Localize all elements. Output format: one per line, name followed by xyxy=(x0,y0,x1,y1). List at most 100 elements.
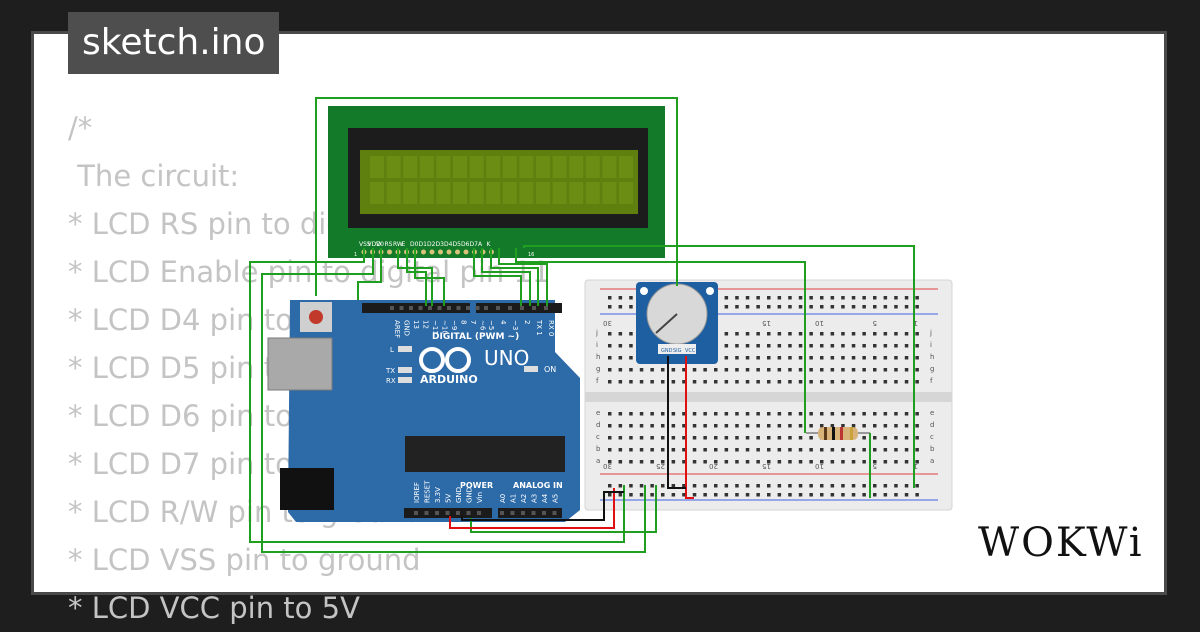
header-pin[interactable] xyxy=(532,306,536,310)
breadboard-hole[interactable] xyxy=(682,460,686,464)
breadboard-hole[interactable] xyxy=(618,436,623,440)
breadboard-hole[interactable] xyxy=(767,436,771,440)
breadboard-hole[interactable] xyxy=(851,356,856,360)
breadboard-hole[interactable] xyxy=(894,332,898,336)
breadboard-hole[interactable] xyxy=(873,380,877,384)
breadboard-hole[interactable] xyxy=(798,493,803,497)
breadboard-hole[interactable] xyxy=(608,436,612,440)
breadboard-hole[interactable] xyxy=(608,305,612,309)
lcd-pin[interactable] xyxy=(438,249,443,255)
breadboard-hole[interactable] xyxy=(798,344,803,348)
breadboard-hole[interactable] xyxy=(629,436,633,440)
breadboard-hole[interactable] xyxy=(745,296,750,300)
breadboard-hole[interactable] xyxy=(841,296,845,300)
breadboard-hole[interactable] xyxy=(904,436,909,440)
breadboard-hole[interactable] xyxy=(767,448,771,452)
breadboard-hole[interactable] xyxy=(820,368,824,372)
breadboard-hole[interactable] xyxy=(650,368,654,372)
breadboard-hole[interactable] xyxy=(639,448,644,452)
breadboard-hole[interactable] xyxy=(862,493,866,497)
breadboard-hole[interactable] xyxy=(820,305,824,309)
breadboard-hole[interactable] xyxy=(724,493,729,497)
lcd-pin[interactable] xyxy=(463,249,469,255)
breadboard-hole[interactable] xyxy=(820,448,824,452)
breadboard-hole[interactable] xyxy=(883,296,888,300)
breadboard-hole[interactable] xyxy=(629,424,633,428)
breadboard-hole[interactable] xyxy=(915,448,919,452)
breadboard-hole[interactable] xyxy=(862,344,866,348)
breadboard-hole[interactable] xyxy=(756,305,760,309)
breadboard-hole[interactable] xyxy=(904,380,909,384)
lcd-pin[interactable] xyxy=(421,249,426,255)
breadboard-hole[interactable] xyxy=(798,460,803,464)
breadboard-hole[interactable] xyxy=(777,493,782,497)
breadboard-hole[interactable] xyxy=(682,484,686,488)
breadboard-hole[interactable] xyxy=(661,424,665,428)
breadboard-hole[interactable] xyxy=(777,305,782,309)
breadboard-hole[interactable] xyxy=(851,493,856,497)
breadboard-hole[interactable] xyxy=(862,356,866,360)
breadboard-hole[interactable] xyxy=(798,305,803,309)
breadboard-hole[interactable] xyxy=(714,460,718,464)
breadboard-hole[interactable] xyxy=(745,448,750,452)
breadboard-hole[interactable] xyxy=(777,460,782,464)
breadboard-hole[interactable] xyxy=(745,380,750,384)
breadboard-hole[interactable] xyxy=(735,493,739,497)
breadboard-hole[interactable] xyxy=(724,305,729,309)
breadboard-hole[interactable] xyxy=(703,448,707,452)
breadboard-hole[interactable] xyxy=(745,436,750,440)
breadboard-hole[interactable] xyxy=(809,484,813,488)
breadboard-hole[interactable] xyxy=(682,412,686,416)
breadboard-hole[interactable] xyxy=(841,305,845,309)
breadboard-hole[interactable] xyxy=(894,412,898,416)
breadboard-hole[interactable] xyxy=(724,424,729,428)
breadboard-hole[interactable] xyxy=(767,368,771,372)
breadboard-hole[interactable] xyxy=(894,424,898,428)
breadboard-hole[interactable] xyxy=(671,424,676,428)
breadboard-hole[interactable] xyxy=(873,412,877,416)
header-pin[interactable] xyxy=(520,306,524,310)
breadboard-hole[interactable] xyxy=(904,460,909,464)
breadboard-hole[interactable] xyxy=(915,484,919,488)
breadboard-hole[interactable] xyxy=(883,484,888,488)
breadboard-hole[interactable] xyxy=(915,380,919,384)
breadboard-hole[interactable] xyxy=(904,296,909,300)
breadboard-hole[interactable] xyxy=(756,448,760,452)
breadboard-hole[interactable] xyxy=(820,424,824,428)
breadboard-hole[interactable] xyxy=(735,436,739,440)
breadboard-hole[interactable] xyxy=(756,380,760,384)
breadboard-hole[interactable] xyxy=(618,380,623,384)
breadboard-hole[interactable] xyxy=(714,424,718,428)
breadboard-hole[interactable] xyxy=(873,296,877,300)
breadboard-hole[interactable] xyxy=(618,305,623,309)
breadboard-hole[interactable] xyxy=(756,332,760,336)
breadboard-hole[interactable] xyxy=(777,412,782,416)
breadboard-hole[interactable] xyxy=(904,344,909,348)
breadboard-hole[interactable] xyxy=(671,493,676,497)
breadboard-hole[interactable] xyxy=(735,368,739,372)
breadboard-hole[interactable] xyxy=(798,332,803,336)
breadboard-hole[interactable] xyxy=(735,448,739,452)
breadboard-hole[interactable] xyxy=(703,368,707,372)
breadboard-hole[interactable] xyxy=(756,356,760,360)
breadboard-hole[interactable] xyxy=(629,448,633,452)
breadboard-hole[interactable] xyxy=(798,424,803,428)
breadboard-hole[interactable] xyxy=(777,296,782,300)
breadboard-hole[interactable] xyxy=(873,448,877,452)
breadboard-hole[interactable] xyxy=(873,305,877,309)
breadboard-hole[interactable] xyxy=(883,344,888,348)
breadboard-hole[interactable] xyxy=(618,493,623,497)
breadboard-hole[interactable] xyxy=(820,296,824,300)
breadboard-hole[interactable] xyxy=(745,305,750,309)
breadboard-hole[interactable] xyxy=(767,424,771,428)
breadboard-hole[interactable] xyxy=(735,356,739,360)
breadboard-hole[interactable] xyxy=(862,460,866,464)
breadboard-hole[interactable] xyxy=(767,305,771,309)
breadboard-hole[interactable] xyxy=(639,460,644,464)
breadboard-hole[interactable] xyxy=(851,344,856,348)
breadboard-hole[interactable] xyxy=(851,460,856,464)
breadboard-hole[interactable] xyxy=(777,484,782,488)
breadboard-hole[interactable] xyxy=(703,424,707,428)
breadboard-hole[interactable] xyxy=(873,368,877,372)
breadboard-hole[interactable] xyxy=(873,436,877,440)
